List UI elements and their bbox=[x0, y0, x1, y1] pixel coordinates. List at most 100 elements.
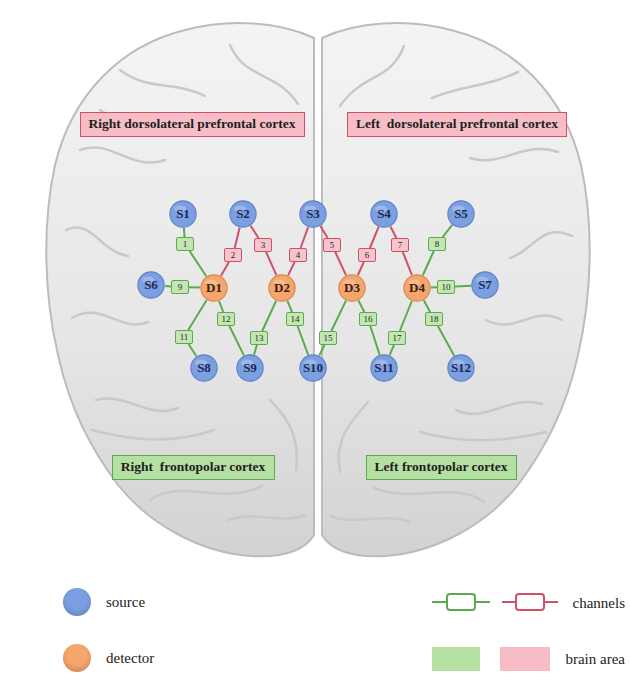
probe-label: S7 bbox=[478, 277, 492, 293]
channel-number: 18 bbox=[430, 314, 439, 324]
channel-number: 15 bbox=[324, 333, 333, 343]
brain-area-name: Left frontopolar cortex bbox=[375, 459, 508, 475]
probe-label: S12 bbox=[451, 360, 471, 376]
channel-number: 5 bbox=[330, 240, 335, 250]
legend-text: brain area bbox=[565, 650, 625, 668]
source-circle: S1 bbox=[169, 200, 197, 228]
channel-box: 9 bbox=[171, 280, 189, 294]
channel-number: 11 bbox=[180, 332, 189, 342]
probe-label: S1 bbox=[176, 206, 190, 222]
channel-number: 14 bbox=[291, 314, 300, 324]
probe-label: D4 bbox=[409, 280, 425, 296]
source-circle: S11 bbox=[370, 354, 398, 382]
channel-line bbox=[266, 252, 276, 275]
channel-line bbox=[400, 301, 412, 331]
channel-line bbox=[251, 226, 259, 238]
channel-line bbox=[390, 226, 396, 238]
channel-box: 7 bbox=[391, 238, 409, 252]
source-circle: S4 bbox=[370, 200, 398, 228]
source-circle: S2 bbox=[229, 200, 257, 228]
channel-box: 12 bbox=[217, 312, 235, 326]
channel-number: 3 bbox=[261, 240, 266, 250]
source-circle: S10 bbox=[299, 354, 327, 382]
source-circle: S7 bbox=[471, 271, 499, 299]
channel-box: 3 bbox=[254, 238, 272, 252]
channel-line bbox=[221, 262, 229, 276]
probe-label: S2 bbox=[236, 206, 250, 222]
channel-box: 15 bbox=[319, 331, 337, 345]
channel-number: 16 bbox=[364, 314, 373, 324]
source-circle: S8 bbox=[190, 354, 218, 382]
source-circle: S12 bbox=[447, 354, 475, 382]
channel-line bbox=[287, 301, 292, 312]
probe-label: S5 bbox=[454, 206, 468, 222]
channel-line bbox=[188, 300, 206, 330]
channel-box: 10 bbox=[437, 280, 455, 294]
channel-line bbox=[370, 227, 379, 248]
legend-text: source bbox=[106, 593, 145, 611]
channel-box: 18 bbox=[425, 312, 443, 326]
probe-label: S9 bbox=[243, 360, 257, 376]
brain-area-name: Right dorsolateral prefrontal cortex bbox=[89, 116, 296, 132]
channel-number: 6 bbox=[365, 250, 370, 260]
channel-number: 7 bbox=[398, 240, 403, 250]
channel-line bbox=[443, 225, 453, 237]
channel-box: 1 bbox=[176, 237, 194, 251]
channel-number: 17 bbox=[393, 333, 402, 343]
probe-label: S3 bbox=[306, 206, 320, 222]
channel-line bbox=[183, 228, 186, 237]
channel-number: 4 bbox=[296, 250, 301, 260]
probe-label: D3 bbox=[344, 280, 360, 296]
channel-line bbox=[424, 300, 430, 312]
probe-label: S8 bbox=[197, 360, 211, 376]
probe-label: S10 bbox=[303, 360, 323, 376]
channel-line bbox=[358, 262, 364, 275]
channel-line bbox=[319, 345, 324, 355]
channel-line bbox=[190, 251, 207, 276]
detector-circle: D4 bbox=[403, 274, 431, 302]
brain-area-label: Right dorsolateral prefrontal cortex bbox=[80, 112, 305, 137]
channel-line bbox=[390, 345, 394, 355]
channel-box: 2 bbox=[224, 248, 242, 262]
channel-line bbox=[320, 226, 327, 238]
channel-line bbox=[423, 251, 434, 275]
legend-text: detector bbox=[106, 649, 154, 667]
channel-line bbox=[331, 301, 346, 331]
channel-line bbox=[358, 300, 364, 312]
brain-area-name: Left dorsolateral prefrontal cortex bbox=[356, 116, 558, 132]
channel-box: 16 bbox=[359, 312, 377, 326]
channel-box: 17 bbox=[388, 331, 406, 345]
channel-number: 8 bbox=[435, 239, 440, 249]
channel-box: 6 bbox=[358, 248, 376, 262]
channel-box: 5 bbox=[323, 238, 341, 252]
channel-line bbox=[455, 285, 471, 288]
channel-number: 12 bbox=[222, 314, 231, 324]
channel-box: 4 bbox=[289, 248, 307, 262]
channel-line bbox=[438, 326, 454, 356]
source-circle: S3 bbox=[299, 200, 327, 228]
channel-box: 14 bbox=[286, 312, 304, 326]
channel-line bbox=[229, 326, 243, 355]
channel-line bbox=[335, 252, 346, 275]
channel-number: 9 bbox=[178, 282, 183, 292]
probe-label: S4 bbox=[377, 206, 391, 222]
brain-area-label: Right frontopolar cortex bbox=[112, 455, 275, 480]
channel-number: 2 bbox=[231, 250, 236, 260]
brain-area-label: Left dorsolateral prefrontal cortex bbox=[347, 112, 567, 137]
brain-area-name: Right frontopolar cortex bbox=[121, 459, 266, 475]
detector-circle: D2 bbox=[268, 274, 296, 302]
channel-number: 10 bbox=[442, 282, 451, 292]
channel-line bbox=[189, 344, 197, 356]
channel-line bbox=[254, 345, 257, 355]
channel-number: 1 bbox=[183, 239, 188, 249]
channel-line bbox=[235, 228, 240, 248]
channel-line bbox=[262, 301, 276, 331]
legend-swatch bbox=[63, 644, 91, 672]
channel-box: 11 bbox=[175, 330, 193, 344]
source-circle: S5 bbox=[447, 200, 475, 228]
channel-line bbox=[370, 326, 379, 355]
source-circle: S9 bbox=[236, 354, 264, 382]
channel-line bbox=[298, 326, 309, 355]
